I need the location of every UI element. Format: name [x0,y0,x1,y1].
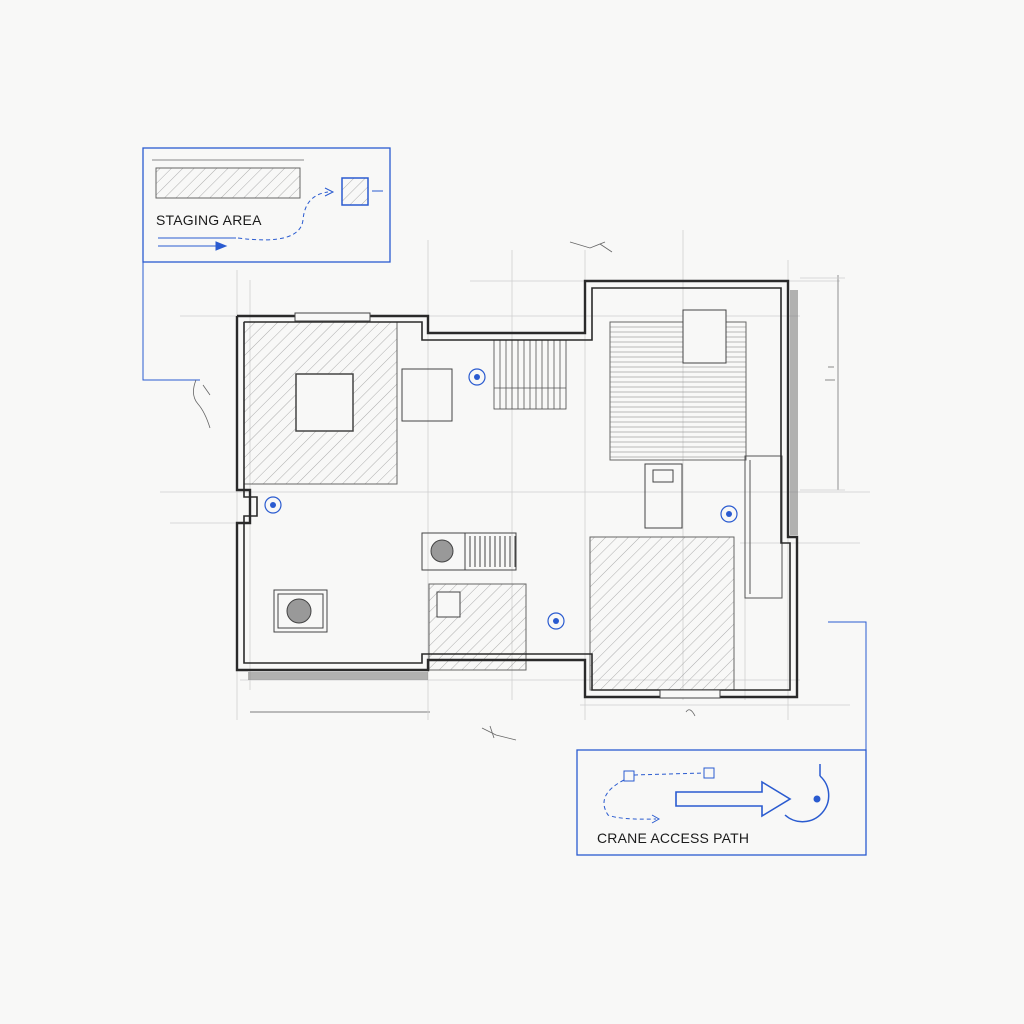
survey-marker-icon [468,368,486,386]
deck-area [609,309,747,461]
room-hatched-south [428,583,527,671]
staging-callout [142,147,391,381]
pencil-scribbles [193,241,835,741]
cabinet [644,463,683,529]
survey-marker-icon [720,505,738,523]
fan-unit [273,589,328,633]
survey-markers [264,368,738,630]
table-box [401,368,453,422]
wall-shadow [248,290,798,680]
windows [294,312,721,699]
staircase [493,339,567,410]
side-corridor [744,455,783,599]
crane-access-path-label: CRANE ACCESS PATH [597,830,750,846]
crane-callout [576,621,867,856]
ac-unit [421,532,517,571]
exterior-walls [235,279,799,699]
staging-area-label: STAGING AREA [156,212,262,228]
survey-marker-icon [547,612,565,630]
room-hatched-southeast [589,536,735,691]
room-hatched-northwest [243,321,398,485]
survey-marker-icon [264,496,282,514]
